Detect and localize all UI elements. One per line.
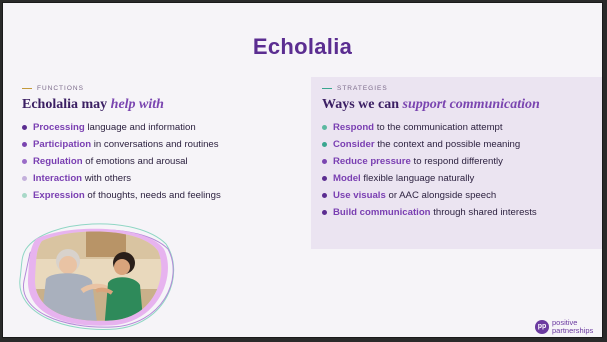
item-text: to the communication attempt — [374, 122, 503, 133]
item-text: the context and possible meaning — [374, 139, 521, 150]
functions-heading: Echolalia may help with — [22, 97, 302, 113]
functions-heading-em: help with — [110, 97, 164, 112]
item-keyword: Reduce pressure — [333, 156, 411, 167]
bullet-dot-icon — [322, 210, 327, 215]
strategies-panel — [311, 77, 602, 249]
bullet-dot-icon — [22, 176, 27, 181]
item-keyword: Use visuals — [333, 190, 386, 201]
slide: Echolalia FUNCTIONS Echolalia may help w… — [2, 2, 603, 338]
functions-item: Processing language and information — [22, 122, 302, 139]
item-keyword: Model — [333, 173, 361, 184]
bullet-dot-icon — [22, 142, 27, 147]
item-keyword: Build communication — [333, 207, 431, 218]
functions-dash — [22, 87, 32, 90]
functions-item: Interaction with others — [22, 173, 302, 190]
strategies-column: STRATEGIES Ways we can support communica… — [322, 85, 597, 224]
strategies-eyebrow-label: STRATEGIES — [337, 85, 388, 92]
bullet-dot-icon — [322, 193, 327, 198]
bullet-dot-icon — [22, 159, 27, 164]
bullet-dot-icon — [322, 176, 327, 181]
functions-item: Regulation of emotions and arousal — [22, 156, 302, 173]
item-keyword: Interaction — [33, 173, 83, 184]
strategies-heading-plain: Ways we can — [322, 97, 403, 112]
functions-eyebrow-label: FUNCTIONS — [37, 85, 84, 92]
bullet-dot-icon — [322, 159, 327, 164]
strategies-item: Respond to the communication attempt — [322, 122, 597, 139]
functions-eyebrow: FUNCTIONS — [22, 85, 302, 92]
item-keyword: Processing — [33, 122, 85, 133]
bullet-dot-icon — [322, 125, 327, 130]
photo-grandmother-child — [16, 219, 176, 331]
strategies-heading: Ways we can support communication — [322, 97, 597, 113]
item-text: or AAC alongside speech — [385, 190, 497, 201]
bullet-dot-icon — [322, 142, 327, 147]
item-keyword: Regulation — [33, 156, 83, 167]
functions-item: Participation in conversations and routi… — [22, 139, 302, 156]
item-keyword: Participation — [33, 139, 92, 150]
slide-title: Echolalia — [252, 34, 353, 59]
item-text: language and information — [84, 122, 196, 133]
item-text: of emotions and arousal — [82, 156, 188, 167]
item-text: with others — [82, 173, 132, 184]
logo-mark-icon: pp — [535, 319, 549, 334]
strategies-heading-em: support communication — [402, 97, 540, 112]
functions-item: Expression of thoughts, needs and feelin… — [22, 190, 302, 207]
item-text: through shared interests — [430, 207, 537, 218]
item-text: in conversations and routines — [91, 139, 219, 150]
item-keyword: Respond — [333, 122, 375, 133]
bullet-dot-icon — [22, 125, 27, 130]
strategies-item: Build communication through shared inter… — [322, 207, 597, 224]
item-keyword: Consider — [333, 139, 375, 150]
positive-partnerships-logo: pp positive partnerships — [535, 319, 593, 334]
logo-line-2: partnerships — [552, 325, 594, 335]
strategies-item: Model flexible language naturally — [322, 173, 597, 190]
photo-illustration — [19, 223, 175, 331]
item-text: of thoughts, needs and feelings — [84, 190, 221, 201]
strategies-eyebrow: STRATEGIES — [322, 85, 597, 92]
logo-line-1: positive — [552, 318, 578, 327]
strategies-dash — [322, 87, 332, 90]
strategies-item: Use visuals or AAC alongside speech — [322, 190, 597, 207]
strategies-item: Consider the context and possible meanin… — [322, 139, 597, 156]
functions-heading-plain: Echolalia may — [22, 97, 111, 112]
item-text: flexible language naturally — [360, 173, 475, 184]
item-text: to respond differently — [410, 156, 503, 167]
logo-wordmark: positive partnerships — [552, 319, 593, 334]
bullet-dot-icon — [22, 193, 27, 198]
strategies-item: Reduce pressure to respond differently — [322, 156, 597, 173]
functions-column: FUNCTIONS Echolalia may help with Proces… — [22, 85, 302, 207]
item-keyword: Expression — [33, 190, 85, 201]
